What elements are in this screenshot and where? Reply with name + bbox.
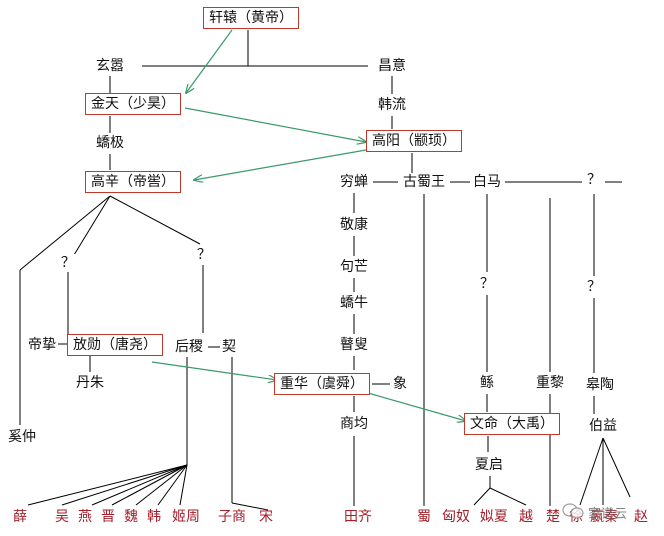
clan-zishang: 子商: [218, 509, 246, 525]
clan-jin: 晋: [101, 509, 115, 525]
node-changyi: 昌意: [377, 57, 407, 75]
node-gaoyang: 高阳（颛顼）: [366, 130, 462, 152]
clan-song: 宋: [259, 509, 273, 525]
chat-bubble-icon: [562, 503, 584, 519]
node-danzhu: 丹朱: [75, 374, 105, 392]
node-jingkang: 敬康: [339, 216, 369, 234]
clan-tianqi: 田齐: [344, 509, 372, 525]
node-jumang: 句芒: [339, 258, 369, 276]
unknown-mark: ？: [586, 278, 602, 296]
clan-zhao: 赵: [634, 509, 648, 525]
node-gushuwang: 古蜀王: [402, 173, 446, 191]
node-gun: 鲧: [479, 374, 495, 392]
clan-shu: 蜀: [417, 509, 431, 525]
clan-jizhou: 姬周: [172, 509, 200, 525]
unknown-mark: ？: [60, 254, 76, 272]
node-qiaoniu: 蟜牛: [339, 294, 369, 312]
node-hanliu: 韩流: [377, 96, 407, 114]
node-jintian: 金天（少昊）: [85, 93, 181, 115]
node-chongli: 重黎: [535, 374, 565, 392]
node-xuanyuan: 轩辕（黄帝）: [203, 7, 299, 29]
watermark-text: 家谱云: [588, 507, 628, 522]
node-jiaoji: 蟜极: [95, 134, 125, 152]
node-xie: 契: [221, 338, 237, 356]
node-xizhong: 奚仲: [7, 428, 37, 446]
node-xiaqi: 夏启: [474, 456, 504, 474]
unknown-mark: ？: [479, 275, 495, 293]
clan-yingqin: 嬴秦: [590, 509, 618, 525]
clan-sixia: 姒夏: [480, 509, 508, 525]
node-gaoxin: 高辛（帝喾）: [85, 171, 181, 193]
node-boyi: 伯益: [588, 417, 618, 435]
node-dizhi: 帝挚: [27, 336, 57, 354]
unknown-mark: ？: [196, 246, 212, 264]
clan-yue: 越: [519, 509, 533, 525]
clan-yan: 燕: [78, 509, 92, 525]
node-gaotao: 皋陶: [585, 376, 615, 394]
clan-xue: 薛: [13, 509, 27, 525]
node-shangjun: 商均: [339, 415, 369, 433]
clan-han: 韩: [147, 509, 161, 525]
node-xiang: 象: [392, 375, 408, 393]
clan-wu: 吴: [55, 509, 69, 525]
watermark: 家谱云: [562, 498, 660, 526]
node-gusou: 瞽叟: [339, 336, 369, 354]
clan-xiongnu: 匈奴: [442, 509, 470, 525]
clan-wei: 魏: [124, 509, 138, 525]
node-houji: 后稷: [174, 338, 204, 356]
node-wenming: 文命（大禹）: [464, 413, 560, 435]
node-chonghua: 重华（虞舜）: [274, 373, 370, 395]
clan-chu: 楚: [546, 509, 560, 525]
node-xuanxiao: 玄嚣: [95, 57, 125, 75]
node-qiongchan: 穷蝉: [339, 173, 369, 191]
node-baima: 白马: [472, 173, 502, 191]
node-fangxun: 放勋（唐尧）: [67, 334, 163, 356]
unknown-mark: ？: [586, 171, 602, 189]
